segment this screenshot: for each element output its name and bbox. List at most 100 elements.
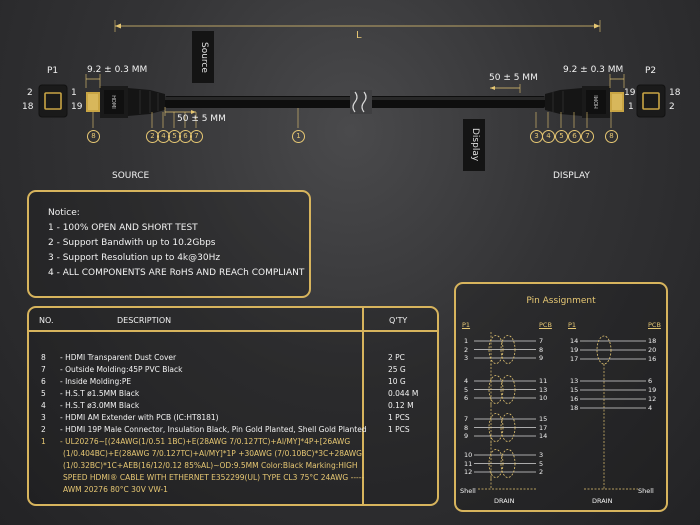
pin-right-p1: 15	[570, 386, 579, 394]
p1-pin-bl: 18	[22, 102, 34, 112]
dim-plug-left: 9.2 ± 0.3 MM	[87, 65, 148, 75]
twisted-pair-shield-1	[488, 375, 504, 404]
pin-right-pcb: 12	[648, 395, 657, 403]
callout-right-8: 8	[605, 130, 618, 143]
display-tag: Display	[463, 119, 485, 171]
pin-left-p1: 4	[464, 377, 469, 385]
svg-text:HDMI: HDMI	[594, 95, 600, 108]
pin-left-p1: 9	[464, 432, 469, 440]
bom-header-qty: Q'TY	[389, 316, 408, 325]
dim-sleeve-right: 50 ± 5 MM	[489, 73, 538, 83]
bom-row1-cont-1: (1/0.404BC)+E(28AWG 7/0.127TC)+Al/MY]*1P…	[63, 449, 362, 458]
drain-right-label: DRAIN	[592, 497, 613, 505]
callout-right-6: 6	[568, 130, 581, 143]
pin-right-p1: 14	[570, 337, 579, 345]
p2-label: P2	[645, 66, 657, 76]
p2-pin-tl: 19	[624, 88, 636, 98]
pin-left-pcb: 11	[539, 377, 548, 385]
dim-plug-right: 9.2 ± 0.3 MM	[563, 65, 624, 75]
pin-right-pcb: 16	[648, 355, 657, 363]
pin-left-pcb: 3	[539, 451, 544, 459]
pin-head-right-p1: P1	[568, 321, 577, 329]
pin-left-p1: 6	[464, 394, 469, 402]
callout-cable-1: 1	[292, 130, 305, 143]
shell-right-label: Shell	[638, 487, 654, 495]
pin-left-pcb: 17	[539, 423, 548, 432]
pin-left-pcb: 13	[539, 385, 548, 394]
pin-left-p1: 7	[464, 415, 469, 423]
left-strain-relief	[128, 88, 165, 116]
source-caption: SOURCE	[112, 171, 150, 181]
pin-head-right-pcb: PCB	[648, 321, 661, 329]
pin-right-pcb: 18	[648, 337, 657, 345]
pin-left-p1: 5	[464, 385, 469, 394]
pin-right-p1: 13	[570, 377, 579, 385]
p1-label: P1	[47, 66, 59, 76]
length-arrow-right	[594, 23, 600, 29]
notice-line-4: 4 - ALL COMPONENTS ARE RoHS AND REACh CO…	[48, 268, 305, 278]
bom-header-no: NO.	[39, 316, 54, 325]
notice-line-3: 3 - Support Resolution up to 4k@30Hz	[48, 253, 221, 263]
twisted-pair-shield-2	[500, 375, 516, 404]
twisted-pair-shield-2	[500, 335, 516, 364]
pin-left-pcb: 9	[539, 354, 544, 362]
source-tag: Source	[192, 31, 214, 83]
pin-left-pcb: 15	[539, 415, 548, 423]
pin-right-pcb: 6	[648, 377, 653, 385]
bom-row1-cont-2: (1/0.32BC)*1C+AEB(16/12/0.12 85%AL)~OD:9…	[63, 461, 358, 470]
dim-sleeve-left: 50 ± 5 MM	[177, 114, 226, 124]
pin-right-pcb: 19	[648, 386, 657, 394]
notice-title: Notice:	[48, 208, 80, 218]
pin-head-left-pcb: PCB	[539, 321, 552, 329]
p2-pin-bl: 1	[628, 102, 634, 112]
callout-right-4: 4	[542, 130, 555, 143]
bom-table: NO. DESCRIPTION Q'TY 8- HDMI Transparent…	[27, 306, 439, 506]
p1-connector-face	[38, 84, 68, 118]
pin-right-p1: 16	[570, 395, 579, 403]
pin-right-pcb: 4	[648, 404, 653, 412]
pin-right-p1: 19	[570, 346, 579, 354]
pin-left-p1: 1	[464, 337, 469, 345]
svg-text:HDMI: HDMI	[110, 95, 116, 108]
notice-line-2: 2 - Support Bandwith up to 10.2Gbps	[48, 238, 216, 248]
twisted-pair-shield-1	[488, 413, 504, 442]
bom-header-description: DESCRIPTION	[117, 316, 172, 325]
twisted-pair-shield-2	[500, 449, 516, 478]
pin-left-pcb: 5	[539, 459, 544, 468]
p1-pin-tr: 1	[71, 88, 77, 98]
pin-left-pcb: 8	[539, 345, 544, 354]
pin-left-pcb: 10	[539, 394, 548, 402]
drain-left-label: DRAIN	[494, 497, 515, 505]
twisted-pair-shield-1	[488, 449, 504, 478]
pin-left-p1: 10	[464, 451, 473, 459]
callout-right-5: 5	[555, 130, 568, 143]
pin-right-p1: 17	[570, 355, 579, 363]
p2-pin-tr: 18	[669, 88, 681, 98]
pin-wiring-diagram	[474, 332, 646, 490]
p2-pin-br: 2	[669, 102, 675, 112]
pin-left-pcb: 7	[539, 337, 544, 345]
right-pair-shield	[596, 335, 612, 365]
pin-left-p1: 12	[464, 468, 473, 476]
p1-pin-tl: 2	[27, 88, 33, 98]
shell-left-label: Shell	[460, 487, 476, 495]
twisted-pair-shield-1	[488, 335, 504, 364]
twisted-pair-shield-2	[500, 413, 516, 442]
bom-row1-cont-4: AWM 20276 80°C 30V VW-1	[63, 485, 168, 494]
pin-right-p1: 18	[570, 404, 579, 412]
notice-panel: Notice: 1 - 100% OPEN AND SHORT TEST 2 -…	[27, 190, 311, 298]
pin-left-p1: 2	[464, 345, 469, 354]
pin-head-left-p1: P1	[462, 321, 471, 329]
length-label: L	[356, 30, 362, 41]
bom-row1-cont-3: SPEED HDMI® CABLE WITH ETHERNET E352299(…	[63, 473, 365, 482]
pin-assignment-title: Pin Assignment	[526, 296, 596, 306]
p2-connector-face	[636, 84, 666, 118]
pin-right-pcb: 20	[648, 346, 657, 354]
callout-left-7: 7	[190, 130, 203, 143]
p1-pin-br: 19	[71, 102, 83, 112]
pin-left-p1: 8	[464, 423, 469, 432]
notice-line-1: 1 - 100% OPEN AND SHORT TEST	[48, 223, 198, 233]
